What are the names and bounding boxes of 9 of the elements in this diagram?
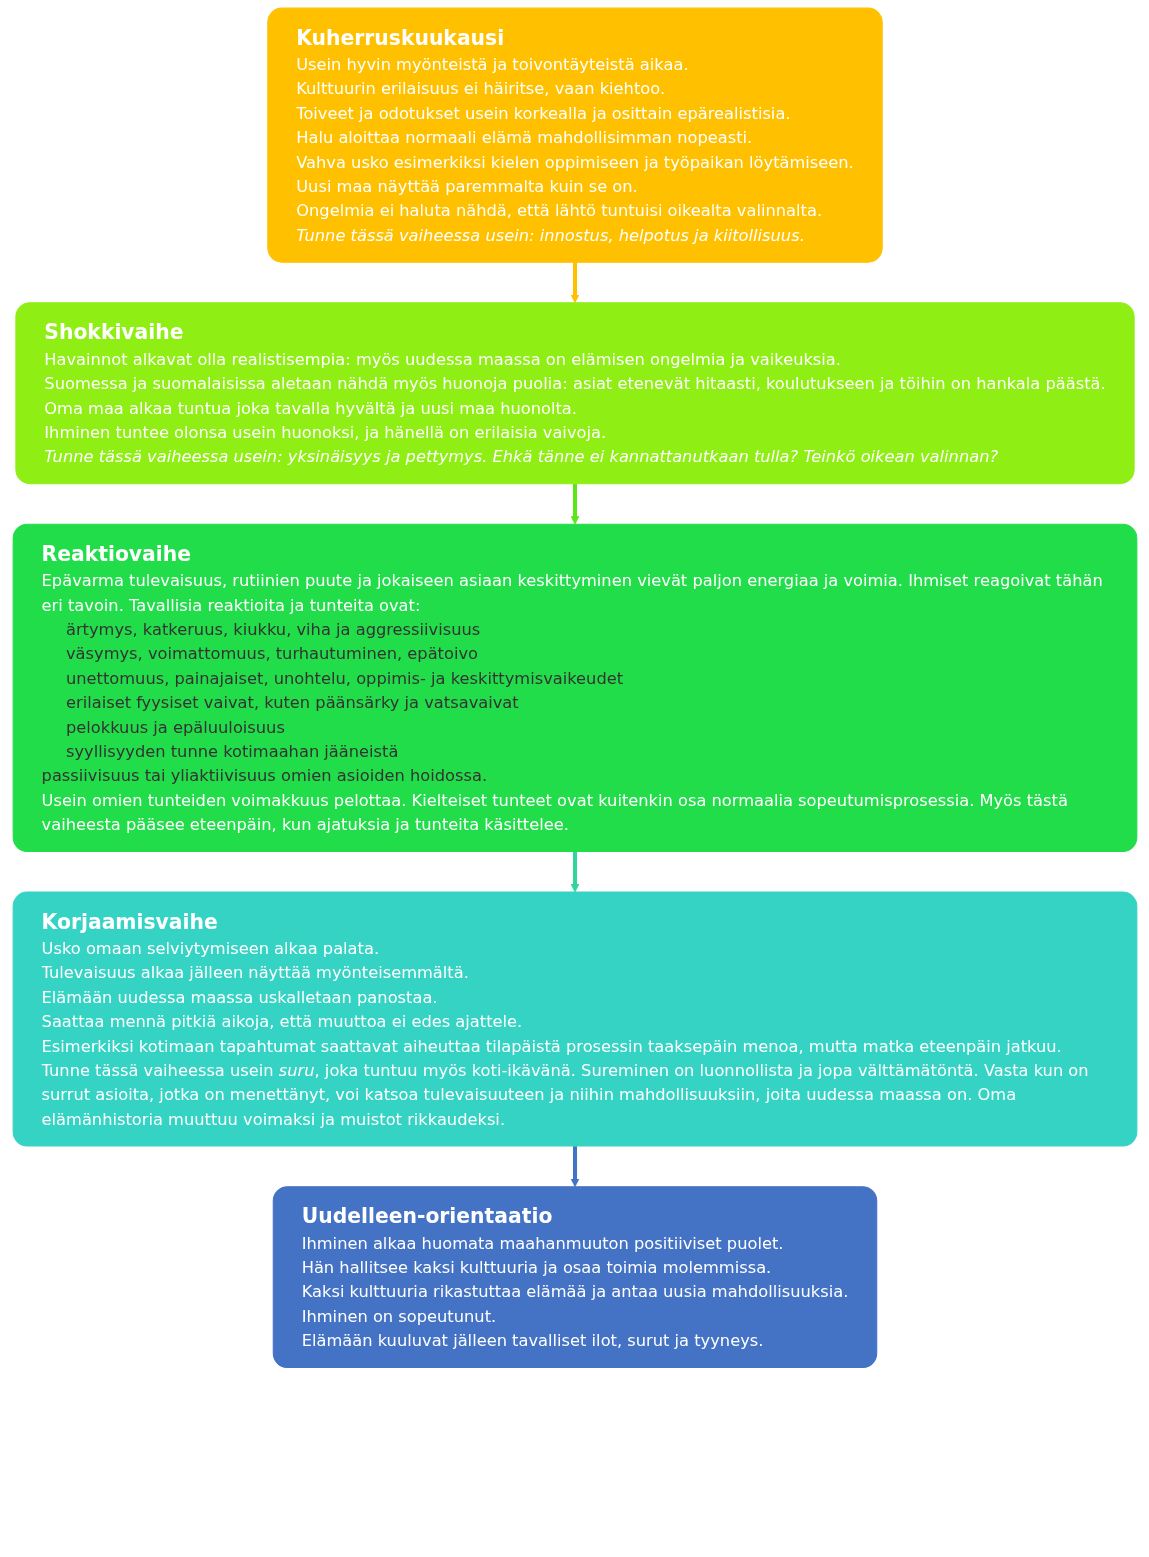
arrow xyxy=(570,262,579,304)
arrow xyxy=(570,851,579,893)
node-box: Reaktiovaihe Epävarma tulevaisuus, rutiinien puute ja jokaiseen asiaan keskittyminen vievät paljon energiaa ja voimia. Ihmiset reagoivat tähän eri tavoin. Tavallisia reaktioita ja tunteita ovat: ärtymys, katkeruus, kiukku, viha ja aggressiivisuus väsymys, voimattomuus, turhautuminen, epätoivo unettomuus, painajaiset, unohtelu, oppimis- ja keskittymisvaikeudet erilaiset fyysiset vaivat, kuten päänsärky ja vatsavaivat pelokkuus ja epäluuloisuus syyllisyyden tunne kotimaahan jääneistä passiivisuus tai yliaktiivisuus omien asioiden hoidossa. Usein omien tunteiden voimakkuus pelottaa. Kielteiset tunteet ovat kuitenkin osa normaalia sopeutumisprosessia. Myös tästä vaiheesta pääsee eteenpäin, kun ajatuksia ja tunteita käsittelee. xyxy=(12,523,1137,852)
node-box: Uudelleen-orientaatio Ihminen alkaa huomata maahanmuuton positiiviset puolet. Hän hallitsee kaksi kulttuuria ja osaa toimia molemmissa. Kaksi kulttuuria rikastuttaa elämää ja antaa uusia mahdollisuuksia. Ihminen on sopeutunut. Elämään kuuluvat jälleen tavalliset ilot, surut ja tyyneys. xyxy=(272,1186,877,1369)
node-box: Kuherruskuukausi Usein hyvin myönteistä ja toivontäyteistä aikaa. Kulttuurin erilaisuus ei häiritse, vaan kiehtoo. Toiveet ja odotukset usein korkealla ja osittain epärealistisia. Halu aloittaa normaali elämä mahdollisimman nopeasti. Vahva usko esimerkiksi kielen oppimiseen ja työpaikan löytämiseen. Uusi maa näyttää paremmalta kuin se on. Ongelmia ei haluta nähdä, että lähtö tuntuisi oikealta valinnalta. Tunne tässä vaiheessa usein: innostus, helpotus ja kiitollisuus. xyxy=(266,7,883,263)
node-box: Korjaamisvaihe Usko omaan selviytymiseen alkaa palata. Tulevaisuus alkaa jälleen näyttää myönteisemmältä. Elämään uudessa maassa uskalletaan panostaa. Saattaa mennä pitkiä aikoja, että muuttoa ei edes ajattele. Esimerkiksi kotimaan tapahtumat saattavat aiheuttaa tilapäistä prosessin taaksepäin menoa, mutta matka eteenpäin jatkuu. Tunne tässä vaiheessa usein suru, joka tuntuu myös koti-ikävänä. Sureminen on luonnollista ja jopa välttämätöntä. Vasta kun on surrut asioita, jotka on menettänyt, voi katsoa tulevaisuuteen ja niihin mahdollisuuksiin, joita uudessa maassa on. Oma elämänhistoria muuttuu voimaksi ja muistot rikkaudeksi. xyxy=(12,891,1137,1147)
arrow xyxy=(570,1146,579,1188)
arrow xyxy=(570,483,579,525)
node-box: Shokkivaihe Havainnot alkavat olla realistisempia: myös uudessa maassa on elämisen ongelmia ja vaikeuksia. Suomessa ja suomalaisissa aletaan nähdä myös huonoja puolia: asiat etenevät hitaasti, koulutukseen ja töihin on hankala päästä. Oma maa alkaa tuntua joka tavalla hyvältä ja uusi maa huonolta. Ihminen tuntee olonsa usein huonoksi, ja hänellä on erilaisia vaivoja. Tunne tässä vaiheessa usein: yksinäisyys ja pettymys. Ehkä tänne ei kannattanutkaan tulla? Teinkö oikean valinnan? xyxy=(14,302,1135,485)
